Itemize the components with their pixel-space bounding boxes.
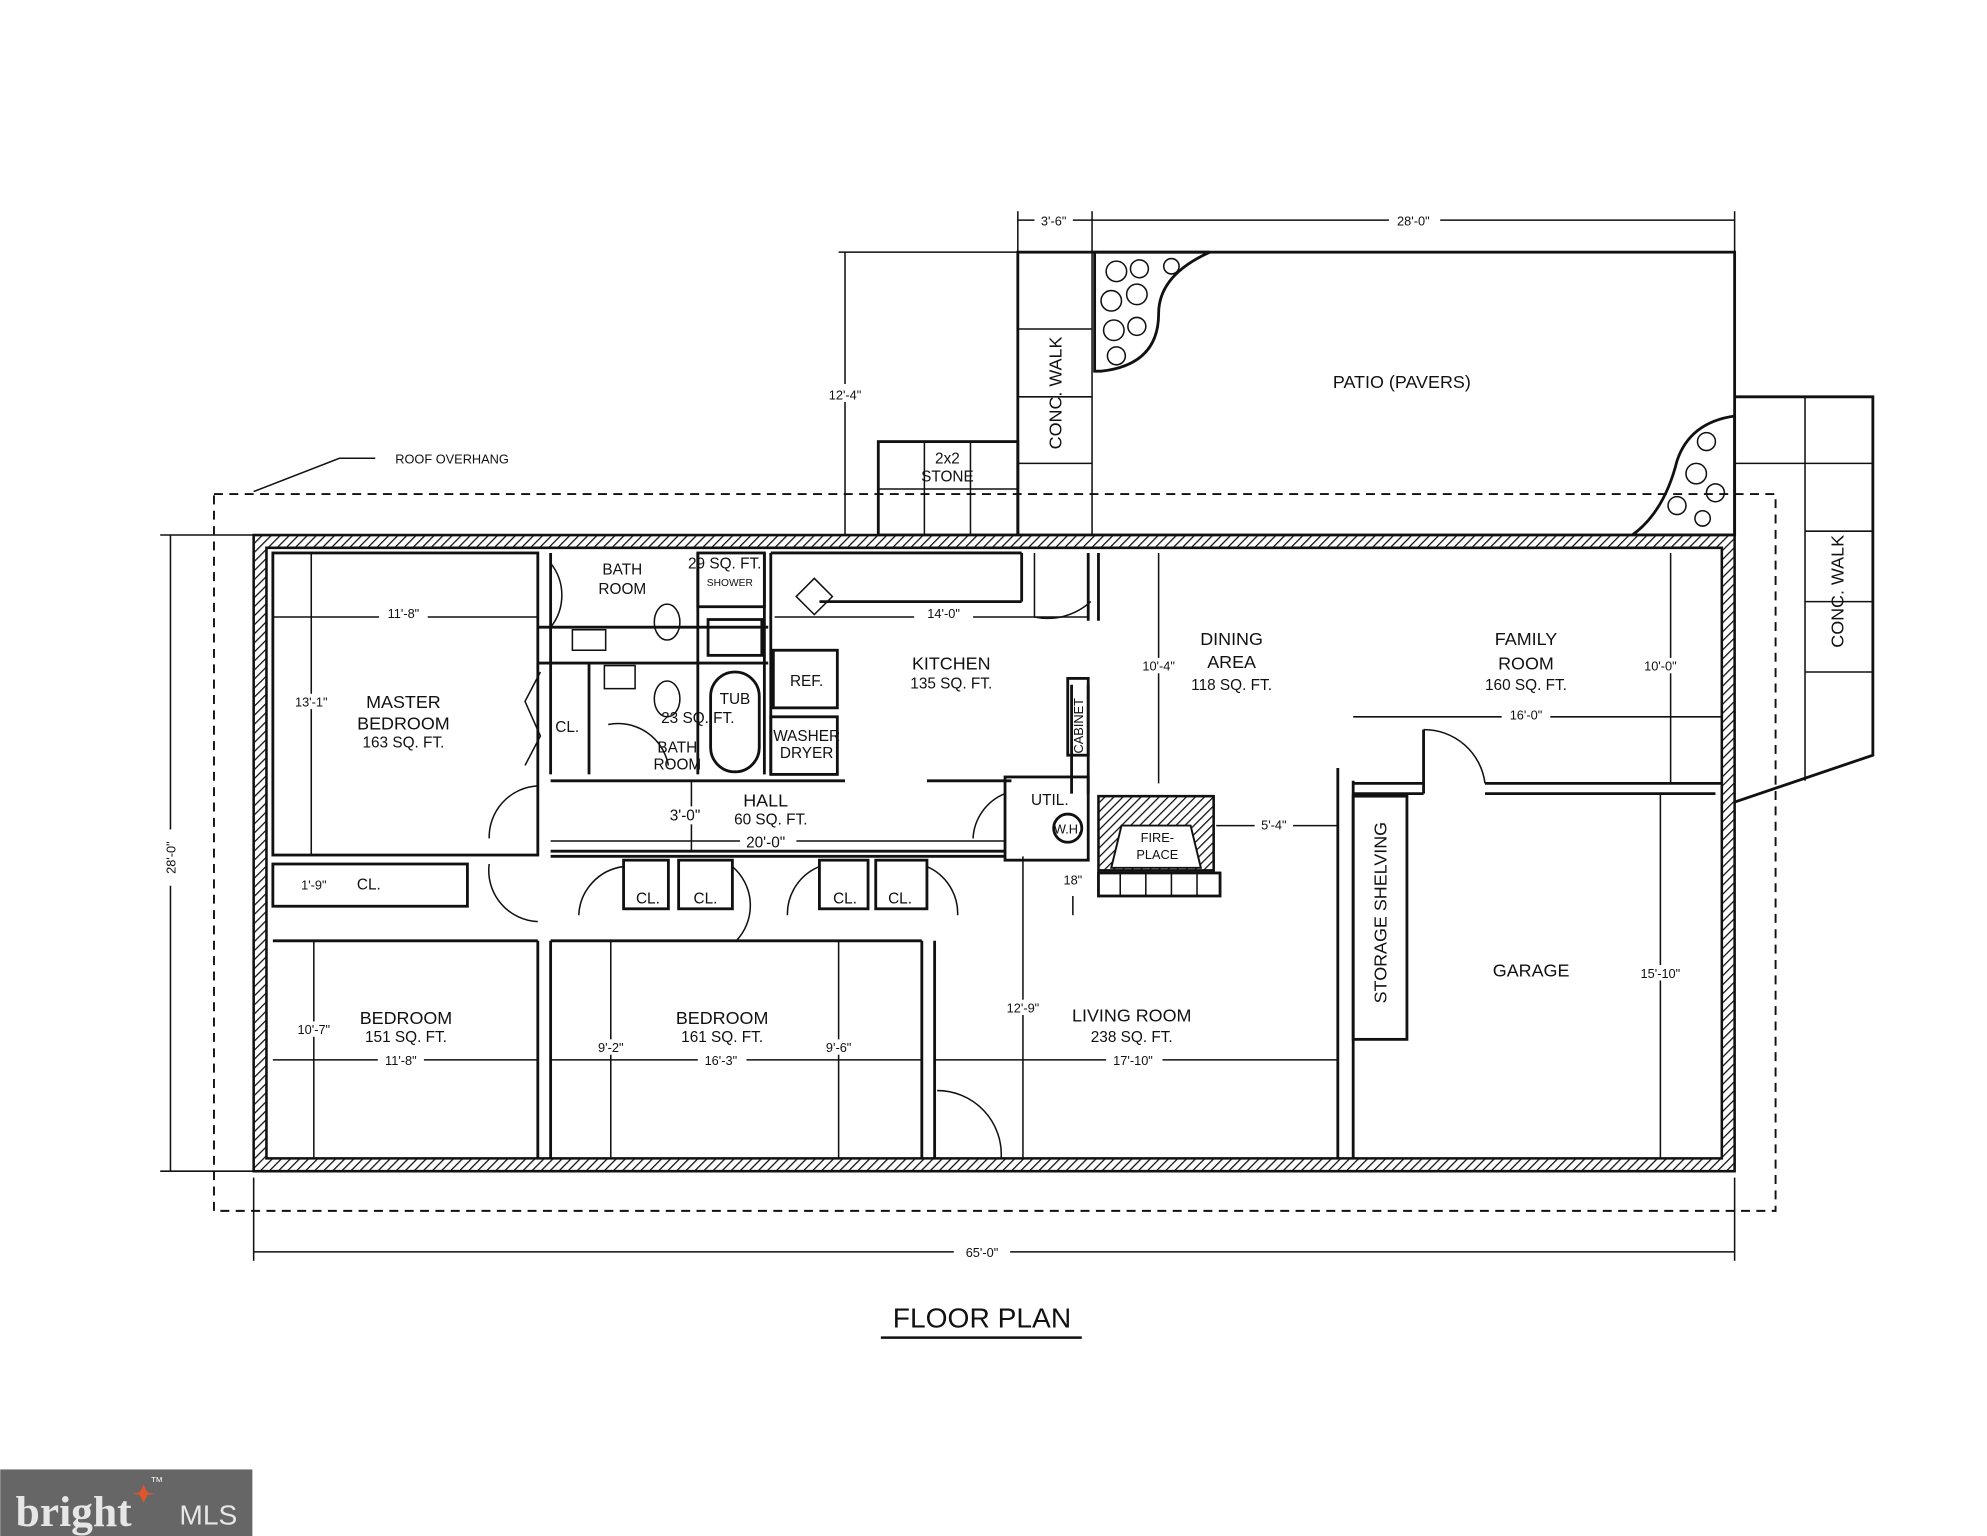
patio-label: PATIO (PAVERS) [1333,372,1471,392]
plan-title: FLOOR PLAN [893,1302,1071,1333]
bedroom1-width-label: 11'-8" [385,1053,417,1068]
room-labels: BATH ROOM 29 SQ. FT. SHOWER 11'-8" 14'-0… [289,555,1695,1068]
fire-2-label: PLACE [1136,847,1178,862]
bedroom2-area-label: 161 SQ. FT. [681,1029,763,1046]
bedroom1-depth-label: 10'-7" [298,1022,331,1037]
bedroom1-area-label: 151 SQ. FT. [365,1029,447,1046]
door-swings [488,552,1486,1160]
stone-label-2: STONE [921,468,974,485]
logo-suffix: MLS [179,1499,237,1530]
master-area-label: 163 SQ. FT. [362,735,444,752]
family-1-label: FAMILY [1495,629,1557,649]
closet-width-label: 1'-9" [301,878,326,893]
conc-walk-label: CONC. WALK [1045,337,1065,450]
cabinet-label: CABINET [1071,698,1086,754]
stone-label-1: 2x2 [935,450,960,467]
storage-label: STORAGE SHELVING [1370,822,1390,1003]
tub-label: TUB [720,691,751,708]
hall-width-label: 20'-0" [746,834,785,851]
logo-wordmark: bright [16,1488,133,1536]
bright-mls-logo: bright TM MLS [0,1469,253,1536]
living-depth-label: 12'-9" [1007,1000,1040,1015]
master-width-label: 11'-8" [388,606,420,621]
hall-area-label: 60 SQ. FT. [734,811,807,828]
bedroom-label: BEDROOM [676,1008,769,1028]
garage-label: GARAGE [1493,961,1570,981]
family-2-label: ROOM [1498,653,1554,673]
closet-label: CL. [636,891,660,908]
hall-depth-label: 3'-0" [670,807,701,824]
bedroom-label: BEDROOM [360,1008,453,1028]
bedroom2-left-label: 9'-2" [598,1040,623,1055]
side-walk-label: CONC. WALK [1827,535,1847,648]
family-width-label: 16'-0" [1510,707,1543,722]
wh-label: W.H. [1054,821,1082,836]
util-label: UTIL. [1031,792,1069,809]
bath2-1-label: BATH [657,740,697,757]
master-2-label: BEDROOM [357,714,450,734]
fire-1-label: FIRE- [1141,830,1174,845]
living-label: LIVING ROOM [1072,1005,1191,1025]
dim-walk-width: 3'-6" [1041,213,1066,228]
kitchen-width-label: 14'-0" [927,606,960,621]
closet-label: CL. [694,891,718,908]
dining-1-label: DINING [1200,629,1263,649]
bedroom2-right-label: 9'-6" [826,1040,851,1055]
bath2-area-label: 23 SQ. FT. [661,710,734,727]
dryer-label: DRYER [780,745,834,762]
stone-border [1093,250,1211,373]
closet-label: CL. [833,891,857,908]
shower-label: SHOWER [707,578,753,589]
dim-patio-width: 28'-0" [1397,213,1430,228]
dim-overall-depth: 28'-0" [164,841,179,874]
dining-depth-label: 10'-4" [1142,659,1175,674]
family-area-label: 160 SQ. FT. [1485,677,1567,694]
ref-label: REF. [790,673,823,690]
closet-label: CL. [555,719,579,736]
bath2-2-label: ROOM [653,756,701,773]
stone-border-2 [1627,414,1737,537]
family-depth-label: 10'-0" [1644,659,1677,674]
master-1-label: MASTER [366,692,441,712]
bedroom2-width-label: 16'-3" [705,1053,738,1068]
roof-overhang-outline [213,493,1777,1212]
exterior-wall [252,533,1736,1173]
fireplace-side-label: 5'-4" [1261,817,1286,832]
bath1-area-label: 29 SQ. FT. [688,555,761,572]
side-walk [1721,395,1875,808]
bath1-1-label: BATH [602,562,642,579]
closet-label: CL. [888,891,912,908]
hall-label: HALL [743,790,788,810]
star-icon [132,1484,156,1503]
hearth-label: 18" [1063,872,1082,887]
kitchen-label: KITCHEN [912,653,991,673]
dim-overall-width: 65'-0" [966,1245,999,1260]
fireplace [1097,794,1222,898]
logo-tm: TM [151,1475,162,1484]
master-depth-label: 13'-1" [295,695,328,710]
dining-2-label: AREA [1207,652,1256,672]
roof-overhang-label: ROOF OVERHANG [395,451,509,466]
closet-label: CL. [357,877,381,894]
bath1-2-label: ROOM [598,581,646,598]
kitchen-area-label: 135 SQ. FT. [910,676,992,693]
roof-overhang-leader [253,457,376,493]
living-area-label: 238 SQ. FT. [1091,1029,1173,1046]
washer-label: WASHER [773,728,840,745]
garage-depth-label: 15'-10" [1641,966,1681,981]
dining-area-label: 118 SQ. FT. [1191,677,1272,694]
dim-patio-depth: 12'-4" [829,387,862,402]
living-width-label: 17'-10" [1113,1053,1153,1068]
